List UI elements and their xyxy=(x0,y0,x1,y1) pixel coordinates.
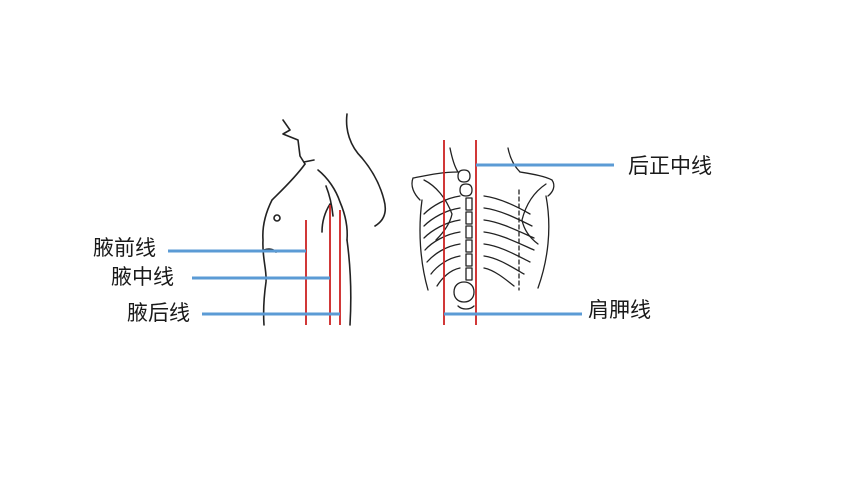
posterior-reference-lines xyxy=(443,140,477,325)
leader-lines xyxy=(168,163,614,316)
lateral-torso-sketch xyxy=(262,113,387,326)
scapular-line-label: 肩胛线 xyxy=(588,298,651,322)
posterior-midline-label: 后正中线 xyxy=(628,154,712,178)
axillary-reference-lines xyxy=(305,205,341,325)
anterior-axillary-line-label: 腋前线 xyxy=(93,236,156,260)
posterior-axillary-line-label: 腋后线 xyxy=(127,301,190,325)
posterior-torso-sketch xyxy=(411,147,555,310)
mid-axillary-line-label: 腋中线 xyxy=(111,265,174,289)
